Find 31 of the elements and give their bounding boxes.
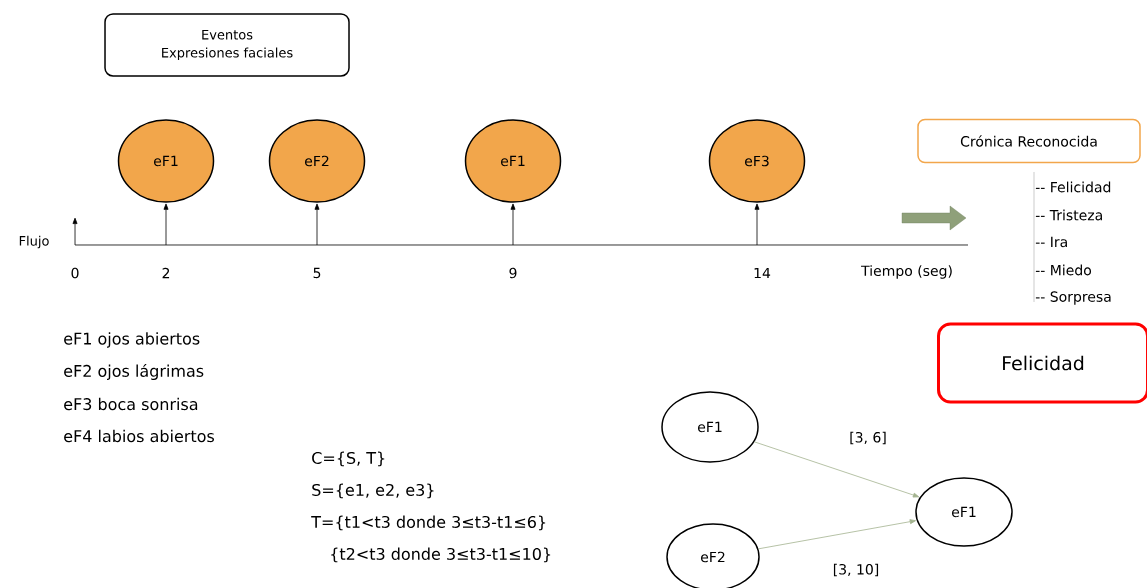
box: Crónica Reconocida [917,118,1141,164]
tick-label: 2 [162,267,170,279]
axis-label: Flujo [19,235,49,249]
formula-text: S={e1, e2, e3} [312,483,434,499]
definition-text: eF1 ojos abiertos [64,332,200,348]
tick-label: 0 [71,267,79,279]
edge-label: [3, 10] [831,562,881,578]
arrow [753,441,920,498]
list-item: -- Sorpresa [1035,291,1111,305]
tick-label: 14 [754,267,771,279]
list-item: -- Tristeza [1035,209,1102,221]
formula-text: C={S, T} [312,451,385,467]
list-item: -- Ira [1035,236,1067,248]
arrow [754,203,760,246]
list-item: -- Miedo [1035,264,1092,276]
arrow [163,203,169,246]
tick-label: 5 [313,267,321,279]
tick-label: 9 [509,267,517,279]
formula-text: {t2<t3 donde 3≤t3-t1≤10} [331,547,551,563]
definition-text: eF4 labios abiertos [64,429,215,443]
arrow [758,519,916,550]
box: Eventos Expresiones faciales [104,13,350,77]
formula-text: T={t1<t3 donde 3≤t3-t1≤6} [311,515,546,531]
edge-label: [3, 6] [848,430,888,446]
definition-text: eF3 boca sonrisa [64,397,198,411]
axis-label: Tiempo (seg) [861,265,952,279]
definition-text: eF2 ojos lágrimas [64,363,204,381]
list-item: -- Felicidad [1035,181,1111,193]
arrow [510,203,516,246]
arrow [314,203,320,246]
result-box: Felicidad [937,322,1147,404]
